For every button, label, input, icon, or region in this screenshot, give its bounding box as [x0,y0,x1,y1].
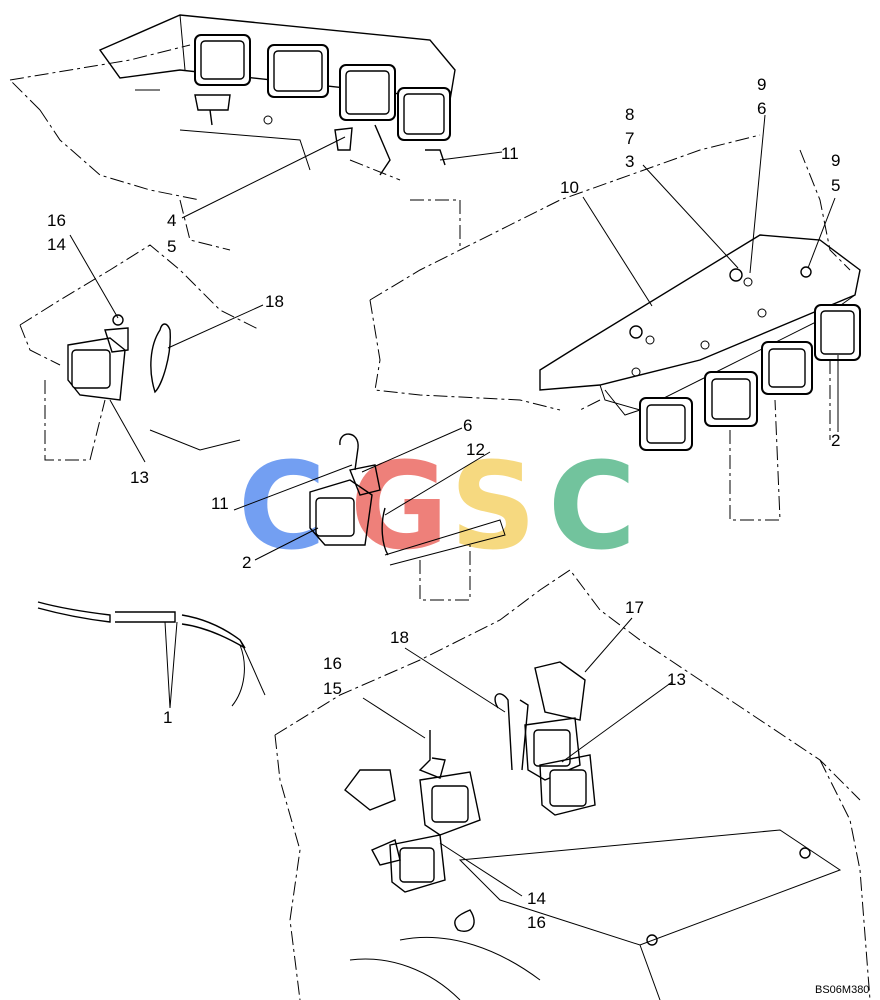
callout-11: 11 [211,494,229,513]
callout-5: 5 [167,237,176,256]
callout-18: 18 [390,628,409,647]
callout-2: 2 [242,553,251,572]
callout-8: 8 [625,105,634,124]
callout-13: 13 [667,670,686,689]
callout-5: 5 [831,176,840,195]
callout-16: 16 [527,913,546,932]
callout-4: 4 [167,211,176,230]
watermark-letter-1: C [238,438,326,577]
callout-6: 6 [463,416,472,435]
callout-11: 11 [501,144,519,163]
callout-7: 7 [625,129,634,148]
callout-2: 2 [831,431,840,450]
callout-9: 9 [757,75,766,94]
top-light-bar-assembly [9,14,461,251]
left-fender-lamp-assembly [19,244,261,461]
callout-6: 6 [757,99,766,118]
wire-harness [37,601,266,707]
watermark: C G S C [238,438,636,577]
lamp-12 [389,834,446,893]
center-lamp-assembly [309,433,506,601]
leader-lines [69,114,839,897]
callout-18: 18 [265,292,284,311]
lamp-9 [67,337,126,401]
callout-14: 14 [47,235,66,254]
callout-17: 17 [625,598,644,617]
watermark-letter-3: S [450,438,536,577]
right-light-bar-assembly [369,134,861,521]
callout-15: 15 [323,679,342,698]
callout-16: 16 [47,211,66,230]
watermark-letter-4: C [548,438,636,577]
callout-3: 3 [625,152,634,171]
callout-12: 12 [466,440,485,459]
callout-16: 16 [323,654,342,673]
callout-14: 14 [527,889,546,908]
drawing-code: BS06M380 [815,984,869,996]
lamp-10 [309,479,373,546]
callout-10: 10 [560,178,579,197]
watermark-letter-2: G [350,438,449,577]
lamp-11 [419,771,481,836]
callout-13: 13 [130,468,149,487]
callout-1: 1 [163,708,172,727]
callout-9: 9 [831,151,840,170]
callout-labels: 16 14 18 13 4 5 11 8 7 3 9 6 9 5 10 2 6 … [47,75,840,932]
wire-clip-18a [150,323,171,394]
bottom-hood-lamp-assembly [274,569,871,1000]
lamp-14 [539,754,596,816]
